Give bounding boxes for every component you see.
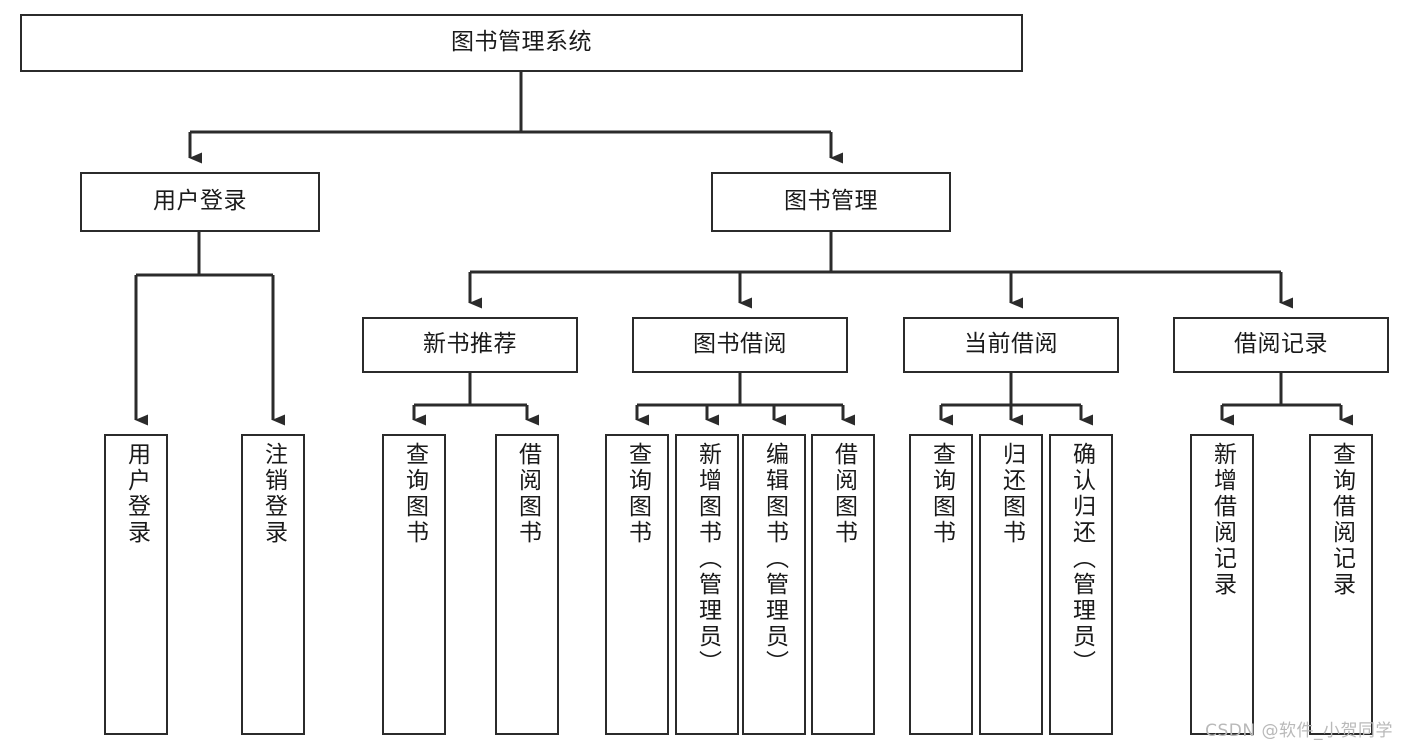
node-book-borrow-label: 图书借阅 bbox=[693, 331, 787, 358]
node-root[interactable]: 图书管理系统 bbox=[20, 14, 1023, 72]
node-leaf-query-book-2[interactable]: 查询图书 bbox=[605, 434, 669, 735]
watermark-label: CSDN @软件_小贺同学 bbox=[1205, 721, 1393, 741]
node-leaf-query-book-2-label: 查询图书 bbox=[624, 442, 651, 546]
node-leaf-query-record-label: 查询借阅记录 bbox=[1328, 442, 1355, 598]
node-leaf-edit-book[interactable]: 编辑图书（管理员） bbox=[742, 434, 806, 735]
node-leaf-query-book-3[interactable]: 查询图书 bbox=[909, 434, 973, 735]
node-leaf-return-book-label: 归还图书 bbox=[998, 442, 1025, 546]
node-borrow-record-label: 借阅记录 bbox=[1234, 331, 1328, 358]
node-book-manage-label: 图书管理 bbox=[784, 188, 878, 215]
node-leaf-query-book-1-label: 查询图书 bbox=[401, 442, 428, 546]
node-borrow-record[interactable]: 借阅记录 bbox=[1173, 317, 1389, 373]
node-new-book-rec[interactable]: 新书推荐 bbox=[362, 317, 578, 373]
node-book-manage[interactable]: 图书管理 bbox=[711, 172, 951, 232]
node-leaf-logout-label: 注销登录 bbox=[260, 442, 287, 546]
node-user-login-label: 用户登录 bbox=[153, 188, 247, 215]
node-root-label: 图书管理系统 bbox=[451, 29, 592, 56]
node-leaf-query-book-1[interactable]: 查询图书 bbox=[382, 434, 446, 735]
node-leaf-user-login-label: 用户登录 bbox=[123, 442, 150, 546]
node-leaf-logout[interactable]: 注销登录 bbox=[241, 434, 305, 735]
node-leaf-add-book[interactable]: 新增图书（管理员） bbox=[675, 434, 739, 735]
node-leaf-confirm-return[interactable]: 确认归还（管理员） bbox=[1049, 434, 1113, 735]
node-leaf-borrow-book-2[interactable]: 借阅图书 bbox=[811, 434, 875, 735]
node-user-login[interactable]: 用户登录 bbox=[80, 172, 320, 232]
node-new-book-rec-label: 新书推荐 bbox=[423, 331, 517, 358]
node-current-borrow[interactable]: 当前借阅 bbox=[903, 317, 1119, 373]
node-book-borrow[interactable]: 图书借阅 bbox=[632, 317, 848, 373]
node-leaf-edit-book-label: 编辑图书（管理员） bbox=[761, 442, 788, 676]
node-leaf-return-book[interactable]: 归还图书 bbox=[979, 434, 1043, 735]
node-leaf-user-login[interactable]: 用户登录 bbox=[104, 434, 168, 735]
node-leaf-query-book-3-label: 查询图书 bbox=[928, 442, 955, 546]
node-leaf-borrow-book-1-label: 借阅图书 bbox=[514, 442, 541, 546]
node-leaf-add-record[interactable]: 新增借阅记录 bbox=[1190, 434, 1254, 735]
node-leaf-add-record-label: 新增借阅记录 bbox=[1209, 442, 1236, 598]
node-leaf-add-book-label: 新增图书（管理员） bbox=[694, 442, 721, 676]
node-current-borrow-label: 当前借阅 bbox=[964, 331, 1058, 358]
node-leaf-query-record[interactable]: 查询借阅记录 bbox=[1309, 434, 1373, 735]
node-leaf-borrow-book-1[interactable]: 借阅图书 bbox=[495, 434, 559, 735]
node-leaf-confirm-return-label: 确认归还（管理员） bbox=[1068, 442, 1095, 676]
node-leaf-borrow-book-2-label: 借阅图书 bbox=[830, 442, 857, 546]
